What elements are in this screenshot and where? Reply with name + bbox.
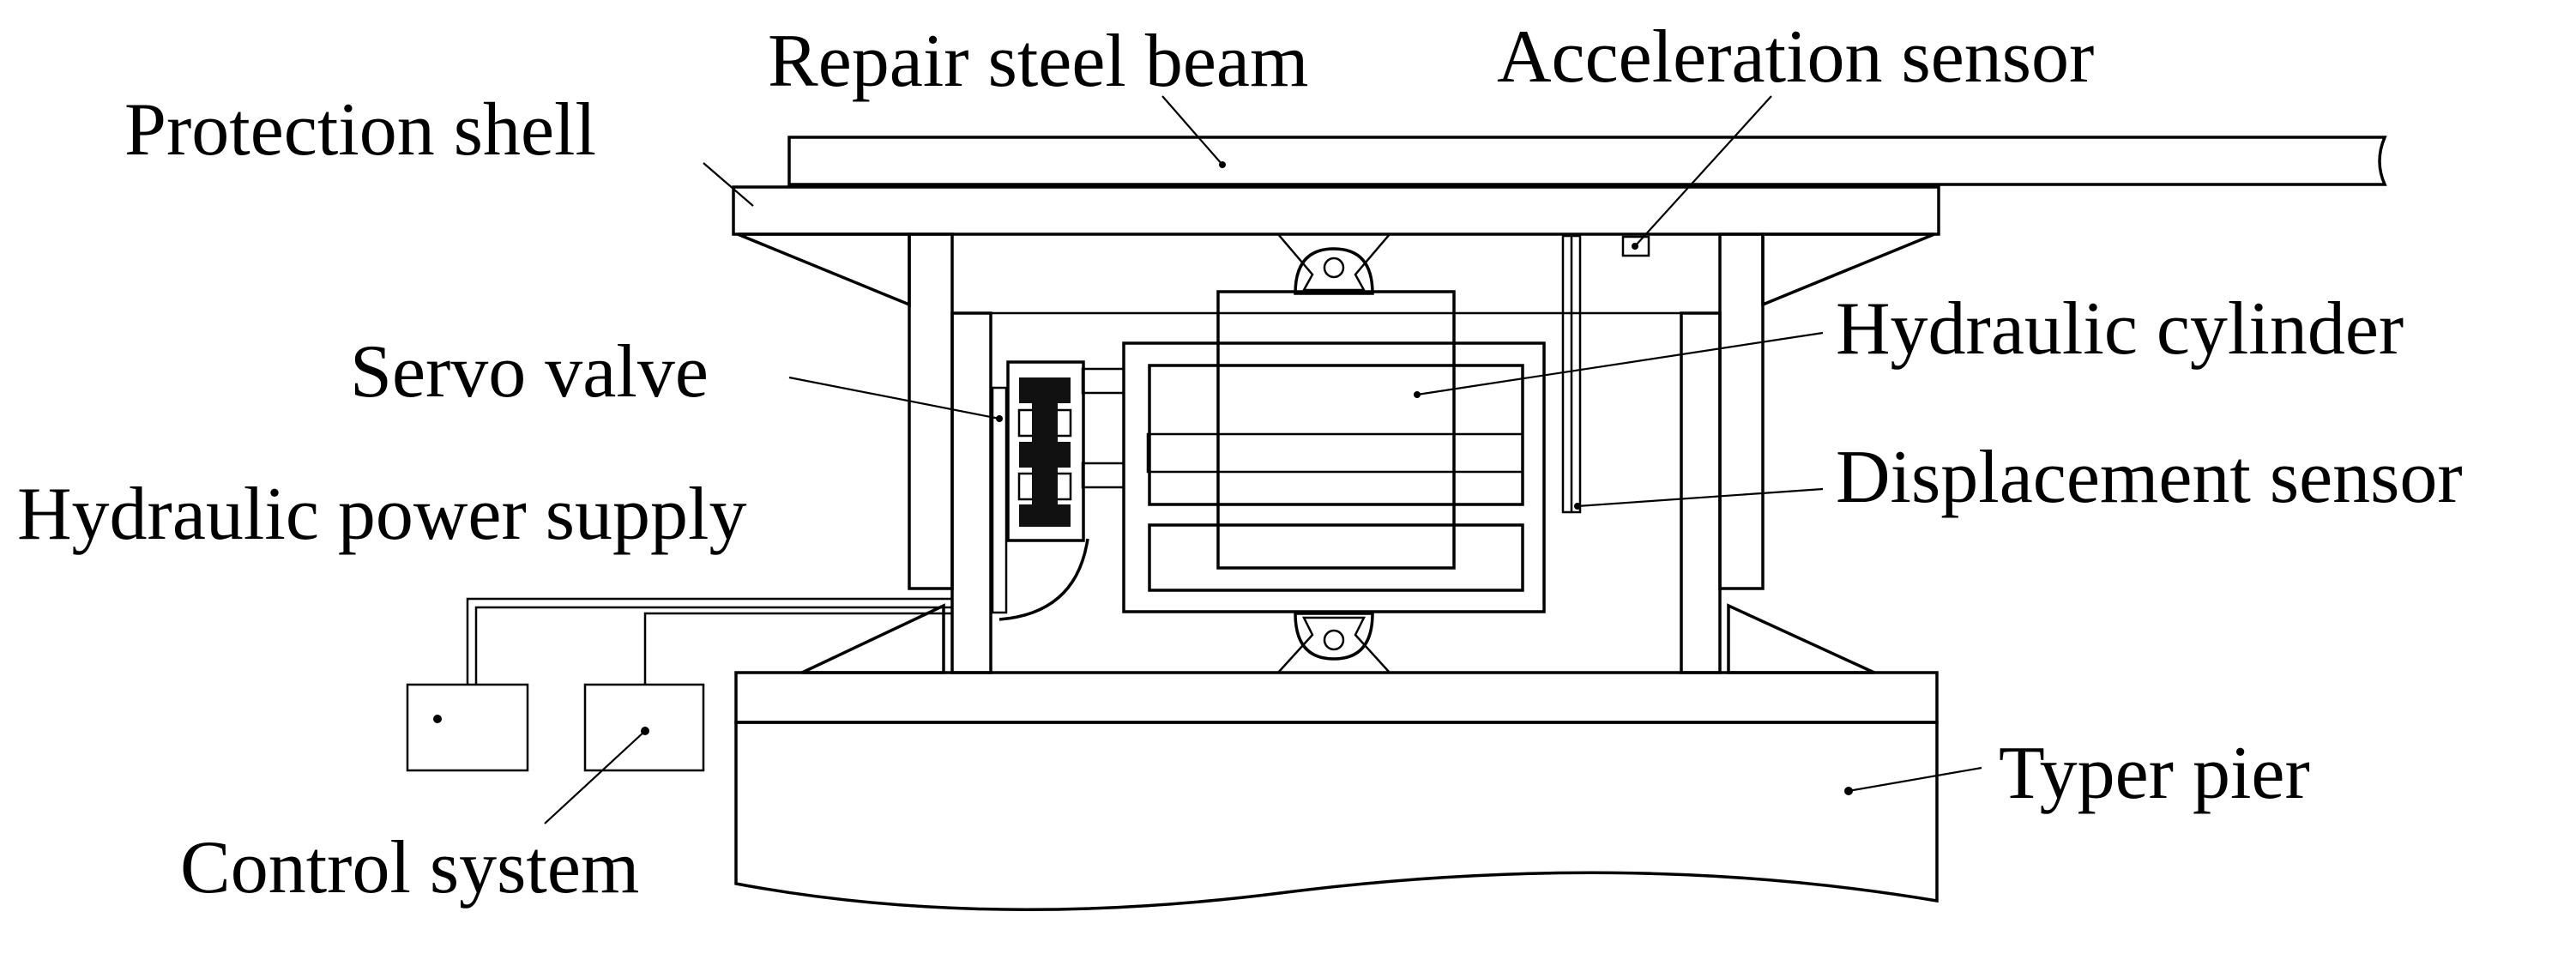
lower-hinge bbox=[1276, 612, 1392, 674]
label-displacement-sensor: Displacement sensor bbox=[1836, 436, 2463, 519]
control-system bbox=[583, 612, 952, 772]
label-repair-steel-beam: Repair steel beam bbox=[768, 20, 1308, 103]
lower-base-plate bbox=[734, 671, 1939, 724]
typer-pier bbox=[734, 721, 1939, 911]
displacement-sensor bbox=[1561, 234, 1582, 514]
inner-columns bbox=[950, 234, 1722, 674]
hydraulic-power-supply bbox=[406, 597, 952, 772]
label-servo-valve: Servo valve bbox=[350, 330, 709, 414]
hydraulic-cylinder bbox=[1081, 290, 1546, 613]
label-hydraulic-cylinder: Hydraulic cylinder bbox=[1836, 287, 2404, 371]
upper-hinge bbox=[1276, 232, 1392, 295]
label-control-system: Control system bbox=[180, 826, 639, 909]
repair-steel-beam bbox=[787, 136, 2387, 186]
label-hydraulic-power-supply: Hydraulic power supply bbox=[17, 473, 746, 556]
leader-lines bbox=[544, 95, 1982, 824]
label-acceleration-sensor: Acceleration sensor bbox=[1497, 15, 2094, 99]
servo-valve bbox=[991, 360, 1089, 621]
label-typer-pier: Typer pier bbox=[1999, 732, 2310, 815]
label-protection-shell: Protection shell bbox=[124, 88, 596, 172]
